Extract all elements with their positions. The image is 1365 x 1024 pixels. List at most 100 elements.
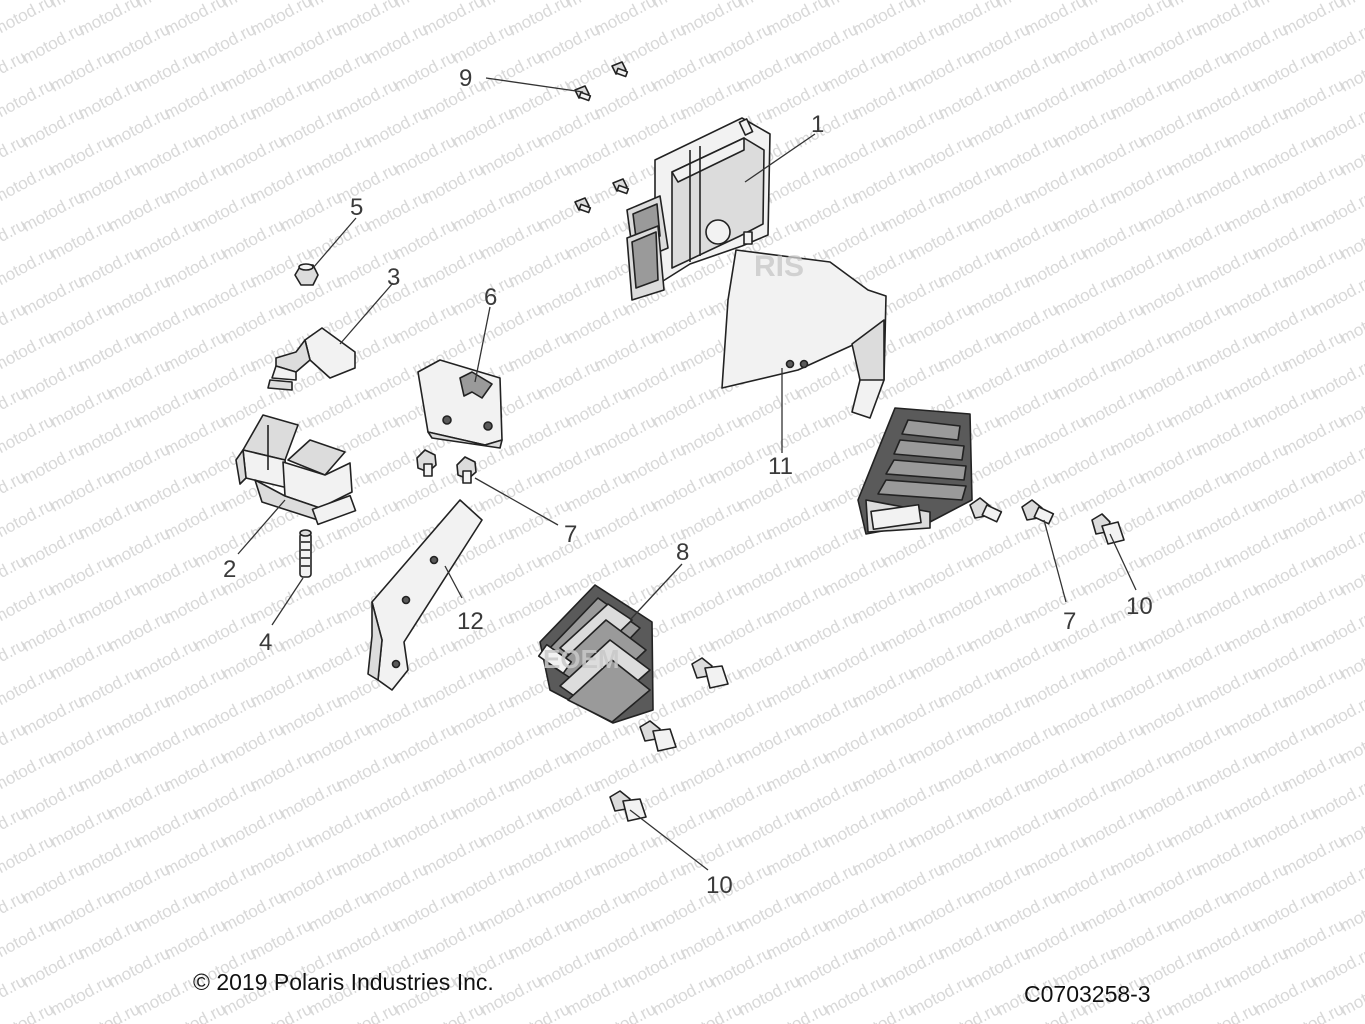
watermark-text: motod.ru: [363, 691, 431, 739]
watermark-text: motod.ru: [191, 607, 259, 655]
watermark-text: motod.ru: [19, 19, 87, 67]
watermark-text: motod.ru: [793, 859, 861, 907]
watermark-text: motod.ru: [1279, 579, 1347, 627]
watermark-text: motod.ru: [1251, 971, 1319, 1019]
watermark-text: motod.ru: [75, 75, 143, 123]
watermark-text: motod.ru: [1079, 635, 1147, 683]
watermark-text: motod.ru: [1251, 635, 1319, 683]
watermark-text: motod.ru: [879, 355, 947, 403]
watermark-text: motod.ru: [1079, 803, 1147, 851]
watermark-text: motod.ru: [1309, 691, 1365, 739]
watermark-text: motod.ru: [449, 859, 517, 907]
watermark-text: motod.ru: [1251, 47, 1319, 95]
watermark-text: motod.ru: [1079, 467, 1147, 515]
watermark-text: motod.ru: [133, 887, 201, 935]
watermark-text: motod.ru: [1021, 663, 1089, 711]
watermark-text: motod.ru: [1309, 523, 1365, 571]
part-9-screws: [574, 61, 630, 214]
watermark-text: motod.ru: [19, 859, 87, 907]
watermark-text: motod.ru: [219, 215, 287, 263]
watermark-text: motod.ru: [419, 75, 487, 123]
part-6-bracket: [417, 359, 503, 449]
watermark-text: motod.ru: [477, 887, 545, 935]
watermark-text: motod.ru: [0, 579, 57, 627]
part-5-nut: [294, 263, 319, 286]
watermark-text: motod.ru: [649, 47, 717, 95]
watermark-text: motod.ru: [477, 215, 545, 263]
watermark-text: motod.ru: [707, 523, 775, 571]
watermark-text: motod.ru: [161, 243, 229, 291]
watermark-text: motod.ru: [677, 495, 745, 543]
part-1-ecu: [626, 117, 771, 301]
watermark-text: motod.ru: [1309, 607, 1365, 655]
watermark-text: motod.ru: [1223, 271, 1291, 319]
watermark-text: motod.ru: [621, 439, 689, 487]
watermark-text: motod.ru: [1165, 551, 1233, 599]
watermark-text: motod.ru: [191, 691, 259, 739]
watermark-text: motod.ru: [821, 47, 889, 95]
watermark-text: motod.ru: [821, 551, 889, 599]
watermark-text: motod.ru: [1021, 747, 1089, 795]
watermark-text: motod.ru: [1193, 243, 1261, 291]
watermark-text: motod.ru: [1137, 355, 1205, 403]
watermark-text: motod.ru: [105, 607, 173, 655]
watermark-text: motod.ru: [1223, 355, 1291, 403]
watermark-text: motod.ru: [1137, 859, 1205, 907]
watermark-text: motod.ru: [707, 775, 775, 823]
watermark-text: motod.ru: [75, 579, 143, 627]
watermark-text: motod.ru: [965, 439, 1033, 487]
watermark-text: motod.ru: [965, 943, 1033, 991]
watermark-text: motod.ru: [1193, 411, 1261, 459]
watermark-text: motod.ru: [649, 383, 717, 431]
watermark-text: motod.ru: [161, 495, 229, 543]
watermark-text: motod.ru: [419, 831, 487, 879]
watermark-text: motod.ru: [677, 579, 745, 627]
watermark-text: motod.ru: [1051, 859, 1119, 907]
watermark-text: motod.ru: [1051, 439, 1119, 487]
watermark-text: motod.ru: [105, 19, 173, 67]
watermark-text: motod.ru: [1021, 411, 1089, 459]
watermark-text: motod.ru: [477, 47, 545, 95]
watermark-text: motod.ru: [1279, 831, 1347, 879]
watermark-text: motod.ru: [277, 103, 345, 151]
watermark-text: motod.ru: [305, 719, 373, 767]
watermark-text: motod.ru: [821, 215, 889, 263]
watermark-text: motod.ru: [793, 943, 861, 991]
watermark-text: motod.ru: [993, 215, 1061, 263]
watermark-text: motod.ru: [105, 775, 173, 823]
watermark-text: motod.ru: [1309, 187, 1365, 235]
watermark-text: motod.ru: [505, 831, 573, 879]
watermark-text: motod.ru: [0, 663, 57, 711]
watermark-text: motod.ru: [1165, 635, 1233, 683]
watermark-text: motod.ru: [0, 831, 57, 879]
watermark-text: motod.ru: [161, 75, 229, 123]
copyright-text: © 2019 Polaris Industries Inc.: [193, 969, 494, 995]
watermark-text: motod.ru: [191, 103, 259, 151]
watermark-text: motod.ru: [993, 719, 1061, 767]
watermark-text: motod.ru: [75, 747, 143, 795]
watermark-text: motod.ru: [935, 159, 1003, 207]
callout-4: 4: [259, 629, 272, 656]
watermark-text: motod.ru: [907, 131, 975, 179]
watermark-text: motod.ru: [1137, 439, 1205, 487]
watermark-text: motod.ru: [75, 159, 143, 207]
watermark-text: motod.ru: [965, 607, 1033, 655]
watermark-text: motod.ru: [707, 607, 775, 655]
watermark-text: motod.ru: [821, 971, 889, 1019]
watermark-text: motod.ru: [907, 719, 975, 767]
callout-10-lower: 10: [706, 872, 733, 899]
callout-7-right: 7: [1063, 608, 1076, 635]
watermark-text: motod.ru: [505, 747, 573, 795]
watermark-text: motod.ru: [879, 775, 947, 823]
watermark-text: motod.ru: [763, 159, 831, 207]
watermark-text: motod.ru: [305, 131, 373, 179]
watermark-text: motod.ru: [1051, 775, 1119, 823]
watermark-text: motod.ru: [219, 131, 287, 179]
watermark-text: motod.ru: [763, 915, 831, 963]
watermark-text: motod.ru: [563, 719, 631, 767]
watermark-text: motod.ru: [391, 887, 459, 935]
watermark-text: motod.ru: [191, 271, 259, 319]
watermark-text: motod.ru: [305, 803, 373, 851]
watermark-text: motod.ru: [1165, 131, 1233, 179]
watermark-text: motod.ru: [47, 383, 115, 431]
